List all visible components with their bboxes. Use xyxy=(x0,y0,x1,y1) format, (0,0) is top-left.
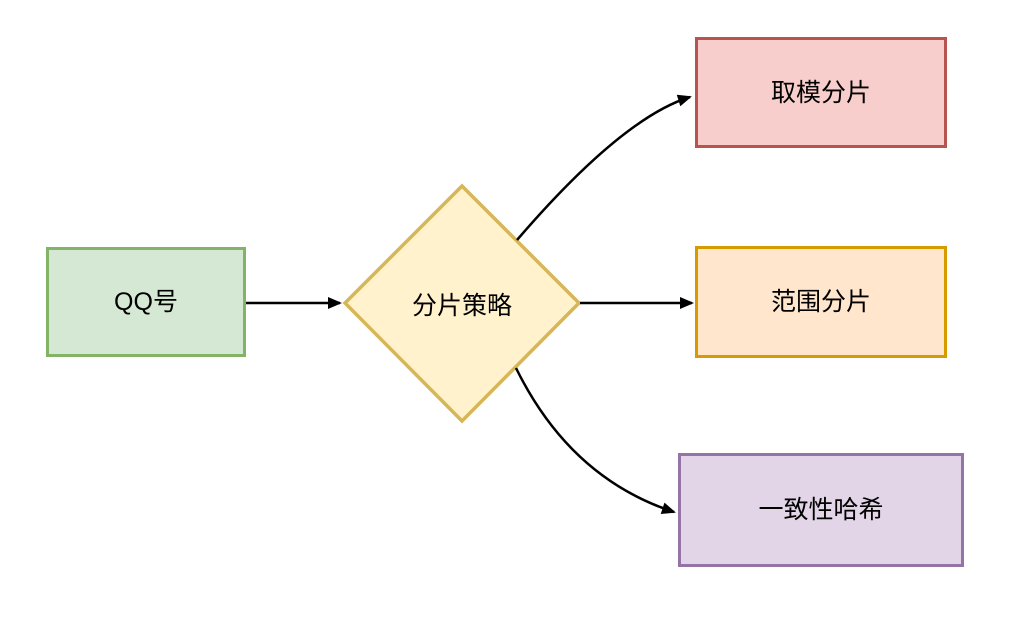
node-qq-number: QQ号 xyxy=(46,247,246,357)
edge-decision-to-modulo xyxy=(516,94,692,241)
node-modulo-sharding: 取模分片 xyxy=(695,37,947,148)
node-modulo-sharding-label: 取模分片 xyxy=(770,78,871,107)
node-qq-number-label: QQ号 xyxy=(114,288,178,316)
node-sharding-strategy-shape xyxy=(342,183,582,424)
node-consistent-hashing: 一致性哈希 xyxy=(678,453,964,567)
node-range-sharding: 范围分片 xyxy=(695,246,947,358)
node-consistent-hashing-label: 一致性哈希 xyxy=(758,496,884,524)
node-range-sharding-label: 范围分片 xyxy=(770,288,871,316)
edge-decision-to-hash xyxy=(514,367,676,514)
